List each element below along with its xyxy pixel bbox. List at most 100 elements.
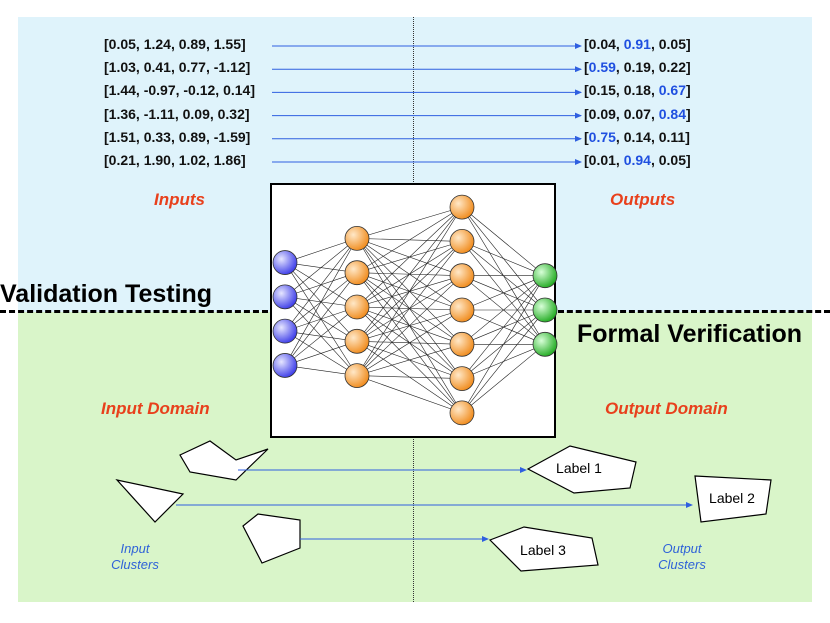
output-clusters-label: Output Clusters [646,541,718,573]
row-arrows [272,43,582,165]
network-node-layer-2-2 [344,260,370,286]
network-node-layer-2-4 [344,328,370,354]
output-value: 0.94 [623,152,651,168]
network-edge [356,375,463,414]
network-node-layer-3-2 [449,228,475,254]
network-edge [356,275,463,376]
output-value: 0.67 [658,82,686,99]
input-vector-2: [1.03, 0.41, 0.77, -1.12] [104,59,251,76]
network-edge [284,238,358,332]
network-node-layer-3-6 [449,366,475,392]
output-value: 0.59 [588,59,616,76]
network-edge [356,344,463,376]
output-value: 0.91 [623,36,651,52]
network-edge [356,206,463,342]
output-value: 0.15 [588,82,616,99]
output-value: 0.04 [588,36,616,52]
output-cluster-label-2: Label 2 [709,490,755,506]
output-value: 0.11 [658,128,686,145]
output-cluster-label-1: Label 1 [556,460,602,476]
network-edge [284,238,358,263]
network-edge [356,206,463,239]
network-node-layer-3-1 [449,194,475,220]
output-vector-6: [0.01, 0.94, 0.05] [584,152,691,168]
input-domain-label: Input Domain [101,399,210,418]
network-nodes [272,194,558,426]
network-edge [461,206,546,276]
section-divider-left [0,310,268,313]
network-node-layer-4-3 [532,331,558,357]
input-clusters-line-1: Input [120,541,150,556]
network-node-layer-3-3 [449,263,475,289]
section-divider-right [558,310,830,313]
network-edge [284,306,358,366]
input-vector-6: [0.21, 1.90, 1.02, 1.86] [104,152,246,168]
output-value: 0.14 [623,128,651,145]
output-vector-4: [0.09, 0.07, 0.84] [584,105,691,122]
output-vector-2: [0.59, 0.19, 0.22] [584,59,691,76]
verification-title: Formal Verification [577,320,803,348]
output-value: 0.01 [588,152,616,168]
input-cluster-shape-1 [179,440,269,481]
network-node-layer-2-3 [344,294,370,320]
network-edges [284,206,546,414]
output-value: 0.19 [623,59,651,76]
output-value: 0.84 [658,105,686,122]
network-node-layer-4-2 [532,297,558,323]
output-vector-3: [0.15, 0.18, 0.67] [584,82,691,99]
network-edge [284,238,358,298]
network-node-layer-3-4 [449,297,475,323]
input-vector-4: [1.36, -1.11, 0.09, 0.32] [104,105,250,122]
output-cluster-shape-3 [488,526,599,572]
network-edge [461,275,546,379]
output-cluster-shape-2 [694,475,772,523]
output-clusters-line-2: Clusters [658,557,706,572]
network-edge [461,275,546,345]
network-node-layer-3-5 [449,331,475,357]
output-value: 0.07 [623,105,651,122]
input-cluster-shape-3 [242,513,301,564]
network-edge [356,375,463,379]
output-value: 0.18 [623,82,651,99]
input-clusters-line-2: Clusters [111,557,159,572]
network-edge [461,309,546,414]
output-value: 0.09 [588,105,616,122]
input-cluster-shape-2 [115,479,185,523]
output-vector-5: [0.75, 0.14, 0.11] [584,128,690,145]
network-edge [356,206,463,308]
input-vector-5: [1.51, 0.33, 0.89, -1.59] [104,128,251,145]
inputs-label: Inputs [154,190,205,209]
input-clusters-label: Input Clusters [100,541,170,573]
network-node-layer-2-5 [344,363,370,389]
network-edge [284,341,358,366]
network-node-layer-2-1 [344,225,370,251]
output-value: 0.05 [658,36,686,52]
network-edge [461,241,546,276]
network-node-layer-1-3 [272,318,298,344]
network-edge [461,275,546,414]
network-node-layer-1-4 [272,353,298,378]
validation-title: Validation Testing [0,280,213,308]
output-cluster-shape-1 [526,445,637,494]
input-vector-3: [1.44, -0.97, -0.12, 0.14] [104,82,255,99]
network-edge [461,275,546,311]
input-vector-1: [0.05, 1.24, 0.89, 1.55] [104,36,246,52]
network-edge [356,206,463,376]
network-edge [284,238,358,366]
output-clusters-line-1: Output [662,541,702,556]
output-domain-label: Output Domain [605,399,728,418]
network-node-layer-3-7 [449,400,475,426]
output-value: 0.22 [658,59,686,76]
output-value: 0.75 [588,128,616,145]
network-node-layer-1-1 [272,250,298,275]
outputs-label: Outputs [610,190,676,209]
network-edge [356,309,463,376]
network-edge [356,241,463,376]
network-edge [356,206,463,273]
network-edge [461,344,546,414]
network-edge [284,272,358,366]
network-node-layer-4-1 [532,263,558,289]
output-cluster-label-3: Label 3 [520,542,566,558]
